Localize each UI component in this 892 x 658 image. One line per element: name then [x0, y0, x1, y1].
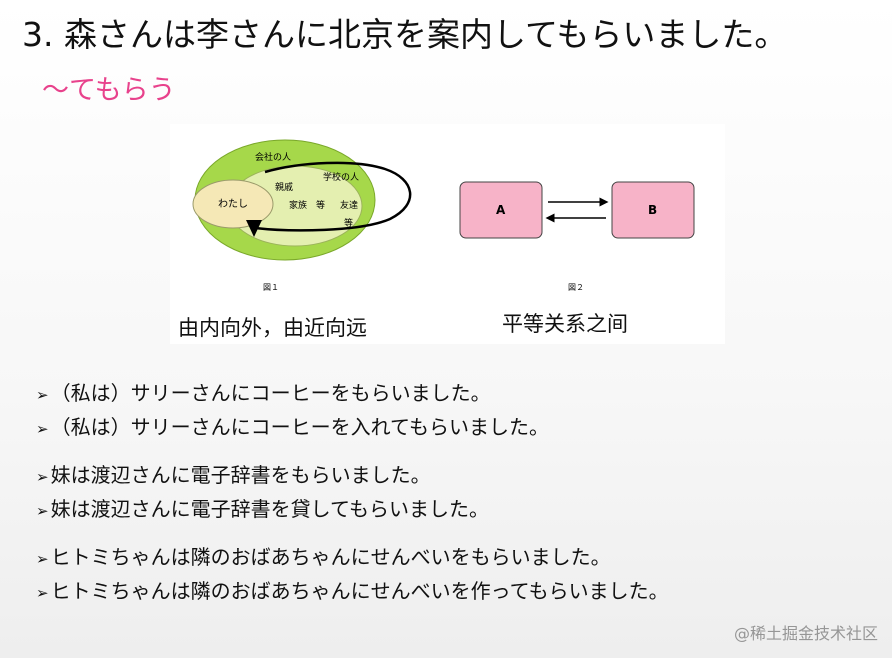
box-b — [611, 181, 695, 239]
slide-title: 3. 森さんは李さんに北京を案内してもらいました。 — [22, 15, 788, 54]
bullet-arrow-icon: ➢ — [36, 550, 49, 568]
figure2-boxes — [459, 181, 695, 239]
figure2-number: 図２ — [568, 283, 584, 292]
bullet-arrow-icon: ➢ — [36, 420, 49, 438]
example-sentence: ➢ヒトミちゃんは隣のおばあちゃんにせんべいを作ってもらいました。 — [36, 579, 669, 603]
label-friends-etc: 等 — [344, 217, 353, 229]
bullet-arrow-icon: ➢ — [36, 502, 49, 520]
example-sentence: ➢（私は）サリーさんにコーヒーをもらいました。 — [36, 381, 491, 405]
label-company: 会社の人 — [255, 151, 291, 163]
grammar-pattern-heading: ～てもらう — [42, 75, 176, 106]
bullet-arrow-icon: ➢ — [36, 584, 49, 602]
label-relatives: 親戚 — [275, 181, 293, 193]
spiral-arrowhead-icon — [246, 220, 262, 237]
example-sentence: ➢ヒトミちゃんは隣のおばあちゃんにせんべいをもらいました。 — [36, 545, 611, 569]
label-family: 家族 等 — [289, 199, 325, 211]
example-sentence: ➢妹は渡辺さんに電子辞書をもらいました。 — [36, 463, 431, 487]
bullet-arrow-icon: ➢ — [36, 468, 49, 486]
example-sentence: ➢妹は渡辺さんに電子辞書を貸してもらいました。 — [36, 497, 489, 521]
spiral-arrow-path — [254, 161, 412, 232]
label-self: わたし — [218, 198, 248, 210]
box-b-label: B — [648, 203, 657, 217]
bullet-arrow-icon: ➢ — [36, 386, 49, 404]
label-friends: 友達 — [340, 199, 358, 211]
figure1-number: 図１ — [263, 283, 279, 292]
diagram-panel: 会社の人 学校の人 わたし 親戚 家族 等 友達 等 図１ A B 図２ 由内向… — [170, 124, 725, 344]
box-a — [459, 181, 543, 239]
inner-ellipse-self — [192, 179, 274, 229]
label-school: 学校の人 — [323, 171, 359, 183]
diagram-svg: 会社の人 学校の人 わたし 親戚 家族 等 友達 等 図１ A B 図２ — [192, 139, 695, 292]
box-a-label: A — [496, 203, 506, 217]
figure1-caption: 由内向外，由近向远 — [178, 316, 367, 340]
example-sentence: ➢（私は）サリーさんにコーヒーを入れてもらいました。 — [36, 415, 549, 439]
watermark: @稀土掘金技术社区 — [733, 624, 878, 643]
figure1-circles — [192, 139, 412, 261]
figure2-caption: 平等关系之间 — [502, 312, 628, 336]
example-sentences: ➢（私は）サリーさんにコーヒーをもらいました。 ➢（私は）サリーさんにコーヒーを… — [36, 376, 876, 608]
